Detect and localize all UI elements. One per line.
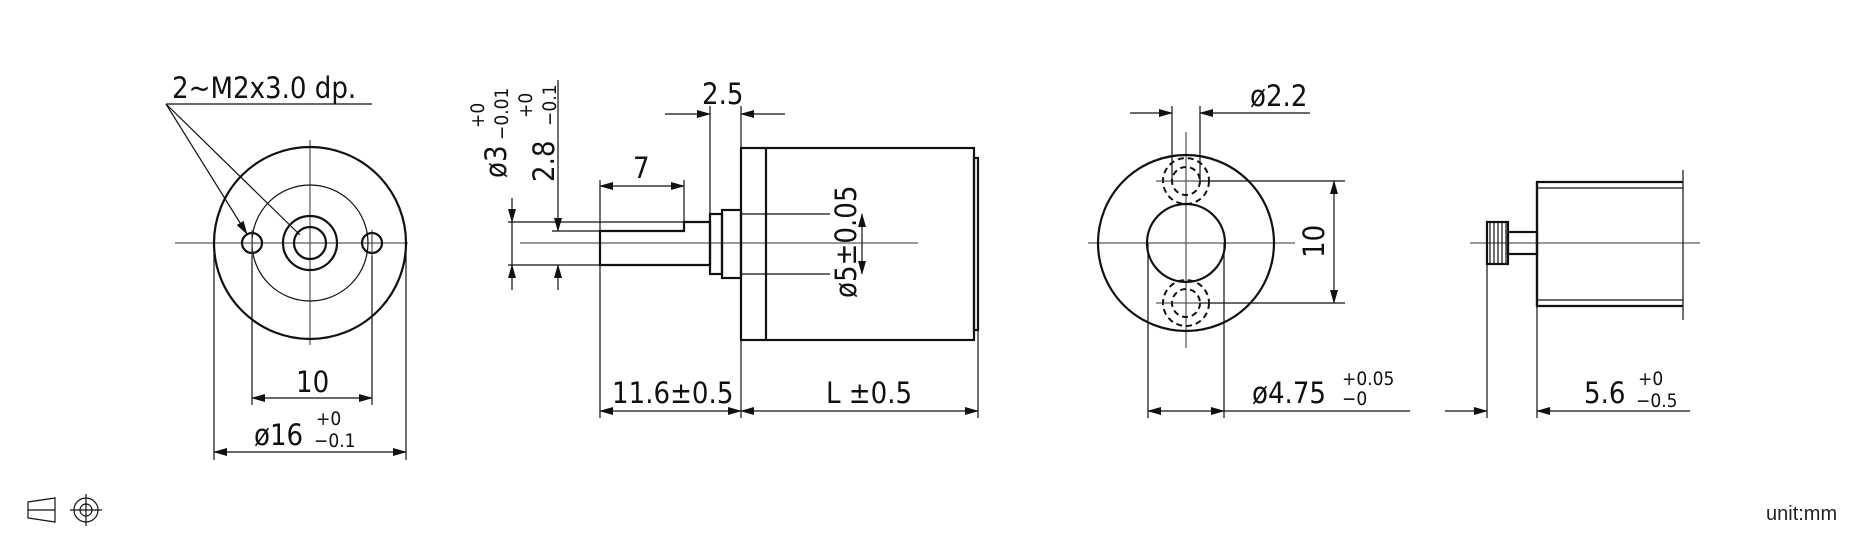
projection-cone-icon — [27, 497, 56, 523]
end-view: 5.6 +0 −0.5 — [1445, 170, 1700, 418]
terminal-width-label: ø4.75 — [1252, 376, 1326, 410]
tw-tol-upper: +0.05 — [1342, 368, 1394, 390]
front-view: 2~M2x3.0 dp. 10 ø16 +0 −0.1 — [165, 71, 408, 460]
flat-tol-lower: −0.1 — [539, 85, 561, 127]
unit-label: unit:mm — [1766, 503, 1837, 525]
flat-tol-upper: +0 — [515, 93, 537, 118]
tw-tol-lower: −0 — [1342, 388, 1367, 410]
rear-body-circle — [1096, 153, 1276, 333]
terminal-dia-label: ø2.2 — [1250, 79, 1307, 113]
od-tol-upper: +0 — [316, 408, 341, 430]
tl-tol-lower: −0.5 — [1636, 390, 1678, 412]
terminal-spacing-label: 10 — [1297, 225, 1331, 258]
front-boss — [708, 212, 724, 276]
rear-view: ø2.2 10 ø4.75 +0.05 −0 — [1088, 79, 1410, 418]
end-body — [1535, 180, 1683, 308]
thread-note-label: 2~M2x3.0 dp. — [172, 71, 356, 105]
terminal-length-label: 5.6 — [1584, 376, 1625, 410]
hole-spacing-label: 10 — [296, 365, 329, 399]
projection-symbol — [27, 494, 102, 526]
od-tol-lower: −0.1 — [314, 430, 356, 452]
shaft-ring — [281, 214, 339, 272]
boss-dia-label: ø5±0.05 — [829, 186, 863, 299]
shaft-circle — [292, 225, 328, 261]
flat-length-label: 7 — [633, 151, 650, 185]
shaft-length-label: 11.6±0.5 — [612, 376, 733, 410]
flat-dim-label: 2.8 — [527, 141, 561, 182]
tl-tol-upper: +0 — [1638, 368, 1663, 390]
shaft-dia-label: ø3 — [479, 145, 513, 178]
outer-diameter-label: ø16 — [254, 418, 303, 452]
boss-length-label: 2.5 — [702, 77, 743, 111]
shaft-dia-tol-upper: +0 — [467, 103, 489, 128]
side-view: ø3 +0 −0.01 2.8 +0 −0.1 7 2.5 ø5±0.05 11… — [467, 77, 980, 418]
shaft-dia-tol-lower: −0.01 — [491, 88, 513, 140]
body-length-label: L ±0.5 — [826, 376, 912, 410]
